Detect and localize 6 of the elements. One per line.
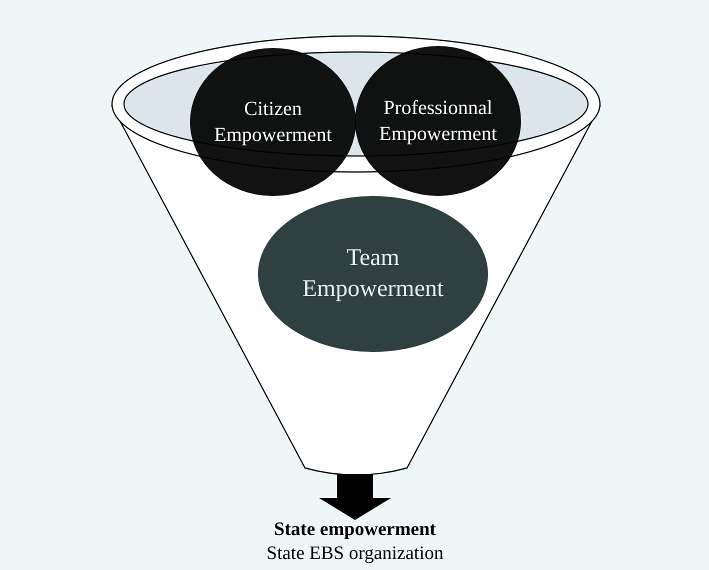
result-subtitle: State EBS organization bbox=[266, 542, 444, 566]
down-arrow bbox=[319, 474, 391, 520]
result-heading: State empowerment bbox=[273, 519, 437, 542]
circle-label: Team Empowerment bbox=[301, 244, 445, 304]
circle-label: Citizen Empowerment bbox=[213, 97, 333, 148]
circle-label: Professionnal Empowerment bbox=[378, 96, 498, 147]
